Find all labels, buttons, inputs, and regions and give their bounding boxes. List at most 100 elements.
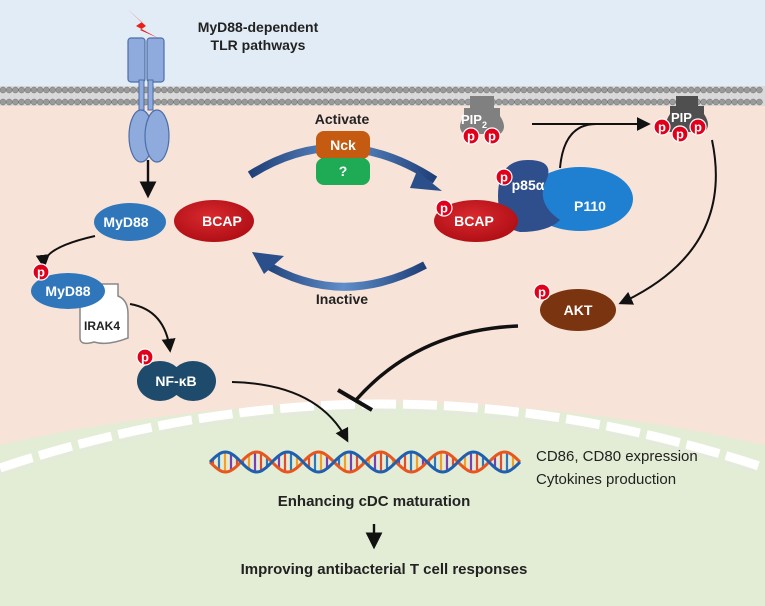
membrane-bead (303, 86, 311, 94)
membrane-bead (18, 98, 25, 106)
membrane-bead (111, 86, 118, 94)
pip3-to-akt-arrow (618, 139, 717, 305)
pathway-title-line2: TLR pathways (211, 37, 306, 53)
membrane-bead (557, 98, 565, 106)
membrane-bead (359, 98, 366, 106)
membrane-bead (334, 86, 342, 94)
membrane-bead (160, 98, 168, 106)
membrane-bead (731, 86, 738, 94)
membrane-bead (737, 86, 745, 94)
membrane-bead (204, 86, 211, 94)
membrane-bead (179, 98, 187, 106)
membrane-bead (477, 86, 484, 94)
membrane-bead (315, 98, 323, 106)
membrane-bead (154, 98, 162, 106)
membrane-bead (309, 98, 317, 106)
membrane-bead (532, 98, 540, 106)
membrane-bead (322, 86, 329, 94)
membrane-bead (30, 86, 38, 94)
membrane-bead (446, 86, 453, 94)
membrane-bead (247, 86, 255, 94)
membrane-bead (464, 86, 472, 94)
membrane-bead (563, 98, 571, 106)
membrane-bead (725, 86, 732, 94)
membrane-bead (340, 86, 348, 94)
membrane-bead (92, 86, 100, 94)
membrane-bead (588, 86, 596, 94)
membrane-bead (470, 86, 478, 94)
membrane-bead (365, 86, 373, 94)
membrane-bead (278, 86, 286, 94)
phospho-badge-letter: p (658, 120, 666, 135)
response-text: Improving antibacterial T cell responses (241, 561, 528, 578)
membrane-bead (67, 86, 75, 94)
dna-strand-b (208, 450, 522, 474)
irak4-to-nfkb-arrow (129, 303, 176, 353)
membrane-bead (291, 86, 298, 94)
membrane-bead (638, 86, 645, 94)
membrane-bead (291, 98, 298, 106)
membrane-bead (185, 98, 193, 106)
membrane-bead (198, 98, 205, 106)
membrane-bead (315, 86, 323, 94)
membrane-bead (749, 98, 757, 106)
akt-label: AKT (564, 302, 593, 318)
membrane-bead (18, 86, 25, 94)
membrane-bead (743, 98, 751, 106)
membrane-bead (452, 98, 459, 106)
membrane-bead (582, 98, 590, 106)
membrane-bead (105, 98, 112, 106)
membrane-bead (458, 86, 466, 94)
p110-label: P110 (574, 198, 606, 214)
membrane-bead (687, 86, 695, 94)
membrane-bead (756, 86, 763, 94)
nck-shape (316, 131, 370, 159)
membrane-bead (607, 86, 614, 94)
membrane-bead (24, 86, 32, 94)
membrane-bead (111, 98, 118, 106)
membrane-bead (402, 98, 410, 106)
phospho-badge-letter: p (37, 265, 45, 280)
membrane-bead (105, 86, 112, 94)
pip2-label: PIP2 (461, 112, 487, 130)
phospho-badge (483, 127, 501, 145)
membrane-bead (582, 86, 590, 94)
membrane-bead (390, 86, 397, 94)
membrane-bead (12, 86, 19, 94)
membrane-bead (43, 98, 50, 106)
membrane-bead (415, 98, 422, 106)
membrane-bead (638, 98, 645, 106)
unknown-adaptor-shape (316, 158, 370, 185)
membrane-bead (650, 86, 658, 94)
membrane-bead (396, 86, 404, 94)
membrane-bead (55, 86, 63, 94)
membrane-bead (235, 86, 242, 94)
membrane-bead (514, 98, 521, 106)
cytokines-text: Cytokines production (536, 471, 676, 488)
membrane-bead (712, 86, 720, 94)
membrane-bead (458, 98, 466, 106)
membrane-bead (36, 98, 44, 106)
membrane-bead (86, 98, 94, 106)
phospho-badge (495, 168, 513, 186)
membrane-bead (607, 98, 614, 106)
membrane-bead (551, 98, 559, 106)
membrane-bead (222, 98, 230, 106)
membrane-bead (297, 86, 304, 94)
membrane-bead (241, 98, 249, 106)
membrane-bead (36, 86, 44, 94)
plasma-membrane (0, 86, 765, 106)
membrane-bead (706, 86, 714, 94)
membrane-bead (669, 98, 676, 106)
membrane-bead (340, 98, 348, 106)
membrane-bead (408, 86, 416, 94)
extracellular-space (0, 0, 765, 88)
myd88-phospho-label: MyD88 (45, 283, 90, 299)
membrane-bead (632, 98, 639, 106)
phospho-badge-letter: p (440, 201, 448, 216)
membrane-bead (700, 86, 707, 94)
myd88-to-irak4-arrow (35, 235, 96, 269)
membrane-bead (80, 86, 87, 94)
membrane-bead (117, 86, 125, 94)
